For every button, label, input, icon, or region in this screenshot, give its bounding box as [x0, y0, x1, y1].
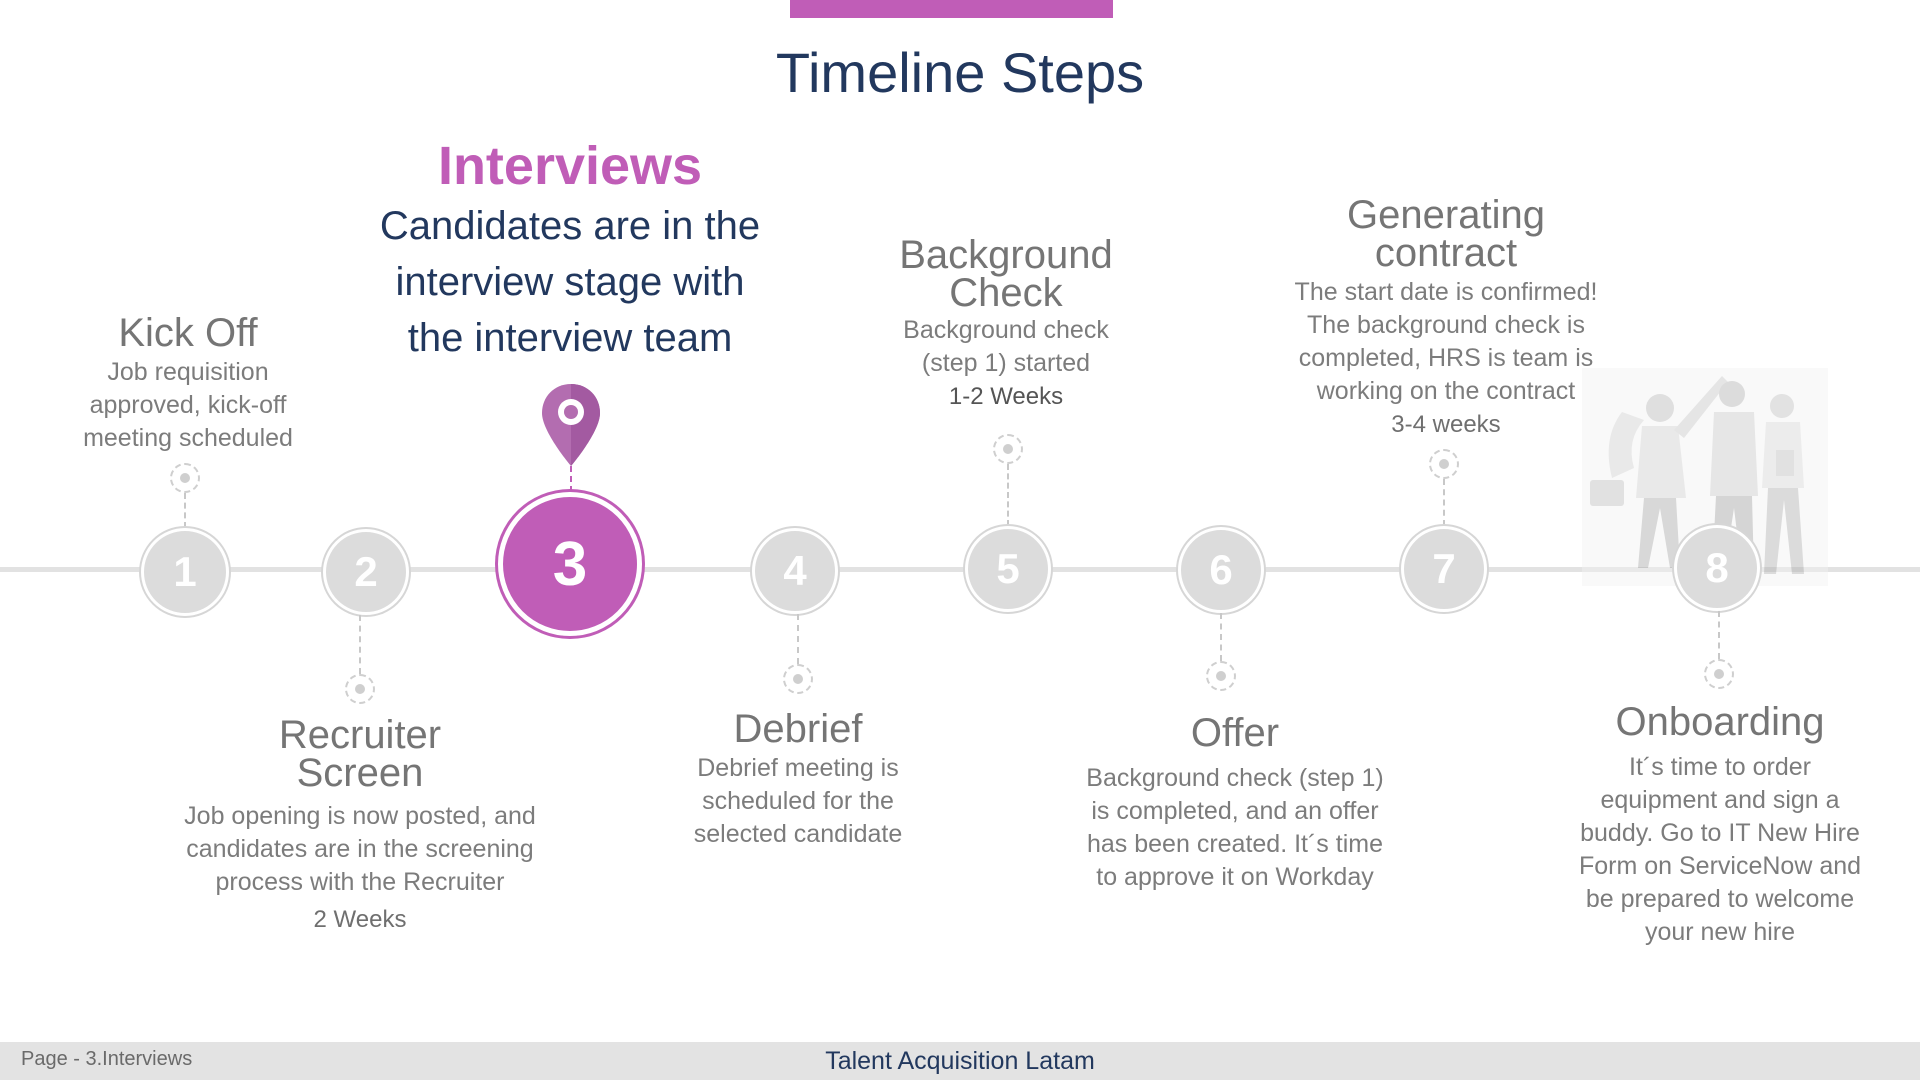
step-duration: 2 Weeks — [313, 906, 407, 933]
step-6-node[interactable]: 6 — [1178, 527, 1264, 613]
step-title: Offer — [1190, 711, 1280, 755]
map-pin-icon — [542, 384, 600, 466]
step-7-node[interactable]: 7 — [1401, 526, 1487, 612]
connector-dot — [1429, 449, 1459, 479]
footer-title: Talent Acquisition Latam — [825, 1047, 1095, 1075]
step-1-node[interactable]: 1 — [141, 528, 229, 616]
connector-line — [570, 466, 572, 492]
connector-line — [1443, 479, 1445, 526]
connector-line — [1007, 464, 1009, 526]
connector-dot — [345, 674, 375, 704]
connector-line — [1718, 611, 1720, 659]
connector-dot — [170, 463, 200, 493]
step-description: Background check (step 1)is completed, a… — [1086, 764, 1384, 891]
step-duration: 1-2 Weeks — [948, 383, 1064, 410]
step-2-node[interactable]: 2 — [323, 529, 409, 615]
step-8-node[interactable]: 8 — [1674, 525, 1760, 611]
step-3-node[interactable]: 3 — [498, 492, 642, 636]
connector-line — [359, 615, 361, 674]
step-description: The start date is confirmed!The backgrou… — [1294, 278, 1598, 405]
step-title: Onboarding — [1615, 700, 1825, 744]
step-4-node[interactable]: 4 — [752, 528, 838, 614]
step-title: Debrief — [733, 707, 863, 751]
step-duration: 3-4 weeks — [1391, 411, 1501, 438]
connector-line — [1220, 613, 1222, 661]
connector-line — [184, 493, 186, 528]
timeline-track — [0, 567, 1920, 572]
connector-dot — [1704, 659, 1734, 689]
connector-dot — [1206, 661, 1236, 691]
highlight-title: Interviews — [437, 136, 703, 196]
step-description: Background check(step 1) started — [903, 316, 1109, 377]
connector-dot — [783, 664, 813, 694]
accent-bar — [790, 0, 1113, 18]
step-5-node[interactable]: 5 — [965, 526, 1051, 612]
step-6-text: Offer Background check (step 1)is comple… — [1060, 711, 1410, 894]
step-title: Kick Off — [118, 311, 258, 355]
connector-dot — [993, 434, 1023, 464]
footer-bar: Page - 3.Interviews Talent Acquisition L… — [0, 1042, 1920, 1080]
page-indicator: Page - 3.Interviews — [21, 1048, 193, 1070]
page-title: Timeline Steps — [775, 41, 1145, 104]
connector-line — [797, 614, 799, 664]
